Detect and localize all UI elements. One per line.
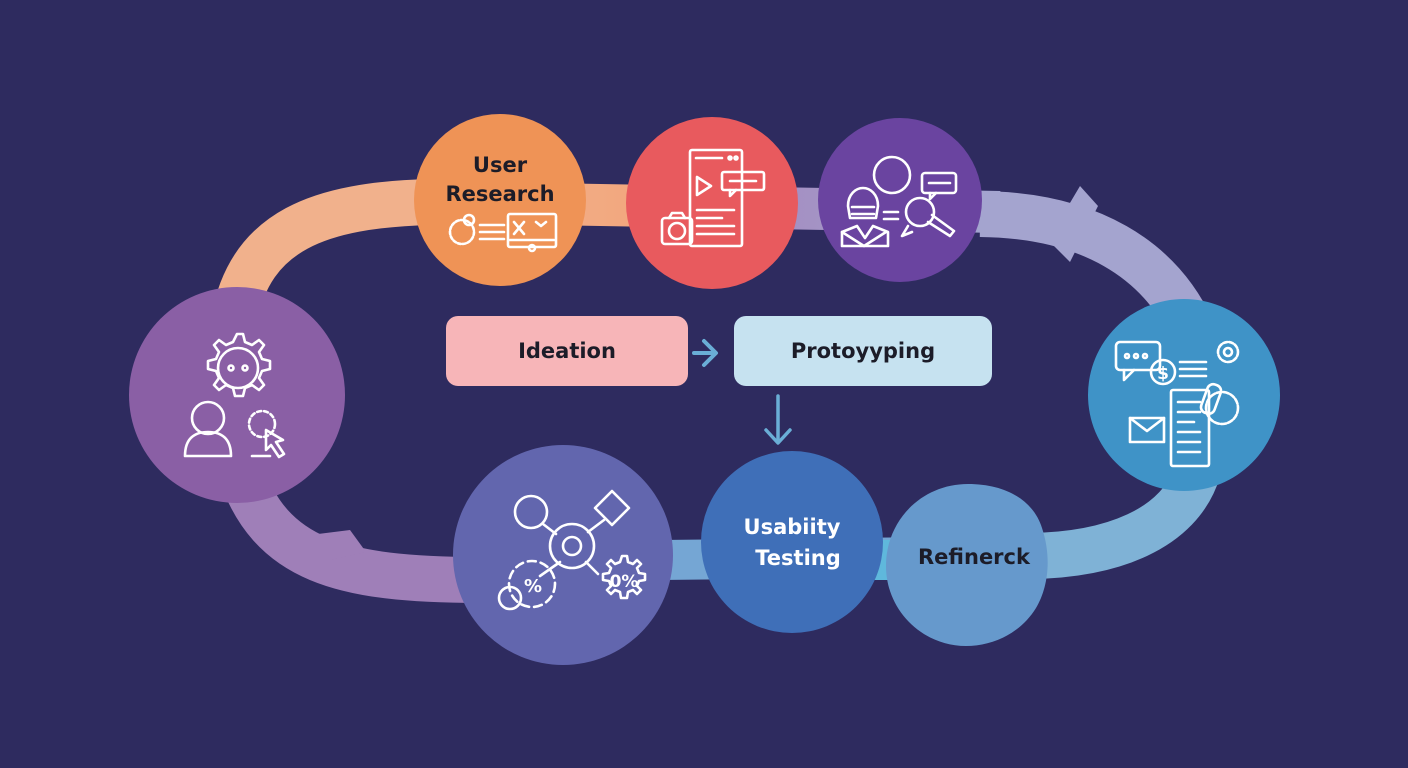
dollar-symbol: $: [1157, 364, 1169, 384]
step-ideation-label: Ideation: [518, 339, 616, 363]
node-user-research[interactable]: User Research: [414, 114, 586, 286]
user-interview-icon: [840, 155, 958, 248]
gear-user-cursor-icon: [183, 332, 286, 459]
node-label-usability-2: Testing: [755, 546, 841, 570]
step-prototyping-label: Protoyyping: [790, 339, 936, 363]
node-label-refinement: Refinerck: [918, 545, 1031, 569]
node-feedback[interactable]: $: [1088, 299, 1280, 491]
node-analytics[interactable]: % 0%: [453, 445, 673, 665]
percent-gear-label: 0%: [610, 572, 639, 592]
node-label-usability-1: Usabiity: [744, 515, 841, 539]
node-usability-testing[interactable]: Usabiity Testing: [701, 451, 883, 633]
flow-percentage-icon: % 0%: [497, 489, 647, 611]
node-mobile-content[interactable]: [626, 117, 798, 289]
track-arrowhead-top-right: [1048, 186, 1098, 262]
percent-symbol: %: [524, 576, 542, 597]
research-analytics-icon: [448, 212, 558, 253]
node-interview[interactable]: [818, 118, 982, 282]
node-label-user-research-2: Research: [445, 182, 554, 206]
feedback-document-icon: $: [1114, 340, 1240, 468]
node-settings-user[interactable]: [129, 287, 345, 503]
arrow-ideation-to-prototyping: [692, 339, 718, 367]
arrow-prototyping-to-usability: [764, 394, 792, 445]
mobile-video-camera-icon: [660, 148, 766, 248]
step-ideation[interactable]: Ideation: [446, 316, 688, 386]
step-prototyping[interactable]: Protoyyping: [734, 316, 992, 386]
track-arrowhead-bottom-left: [318, 530, 366, 560]
node-refinement[interactable]: Refinerck: [886, 484, 1048, 646]
node-label-user-research-1: User: [473, 153, 528, 177]
